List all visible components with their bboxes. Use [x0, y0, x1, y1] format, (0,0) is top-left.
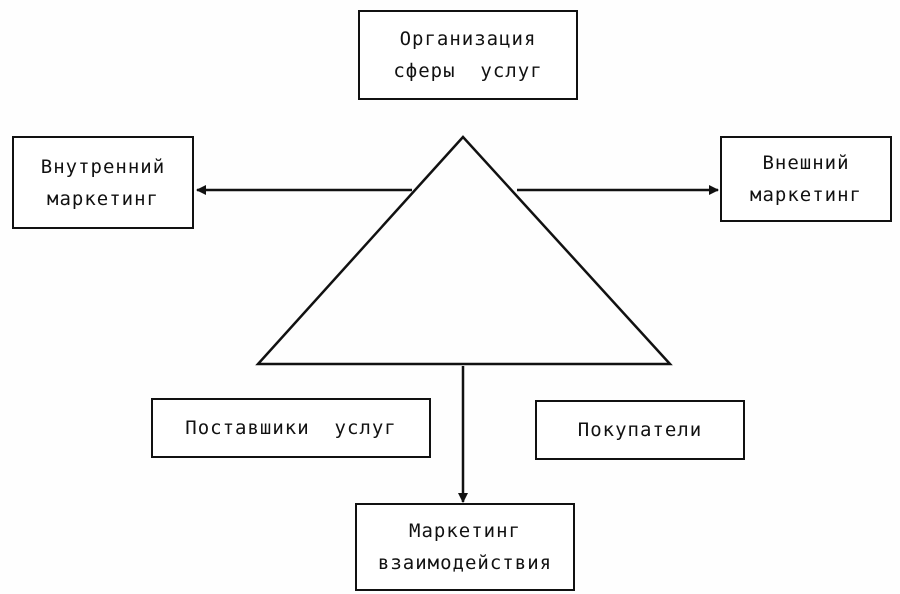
internal-marketing-line-2: маркетинг [47, 187, 159, 210]
internal-marketing-line-1: Внутренний [40, 155, 166, 178]
service-organization-line-1: Организация [399, 28, 537, 50]
service-providers-label: Поставшики услуг [185, 417, 397, 439]
interaction-marketing-line-1: Маркетинг [409, 520, 521, 542]
external-marketing-box: Внешний маркетинг [720, 136, 892, 222]
buyers-label: Покупатели [577, 419, 703, 441]
internal-marketing-box: Внутренний маркетинг [12, 136, 194, 229]
service-organization-line-2: сферы услуг [393, 60, 543, 82]
service-triangle [255, 135, 673, 366]
interaction-marketing-box: Маркетинг взаимодействия [355, 503, 575, 591]
interaction-marketing-line-2: взаимодействия [377, 552, 553, 574]
service-organization-box: Организация сферы услуг [358, 10, 578, 100]
service-providers-box: Поставшики услуг [151, 398, 431, 458]
buyers-box: Покупатели [535, 400, 745, 460]
external-marketing-line-2: маркетинг [750, 184, 862, 206]
external-marketing-line-1: Внешний [762, 152, 850, 174]
